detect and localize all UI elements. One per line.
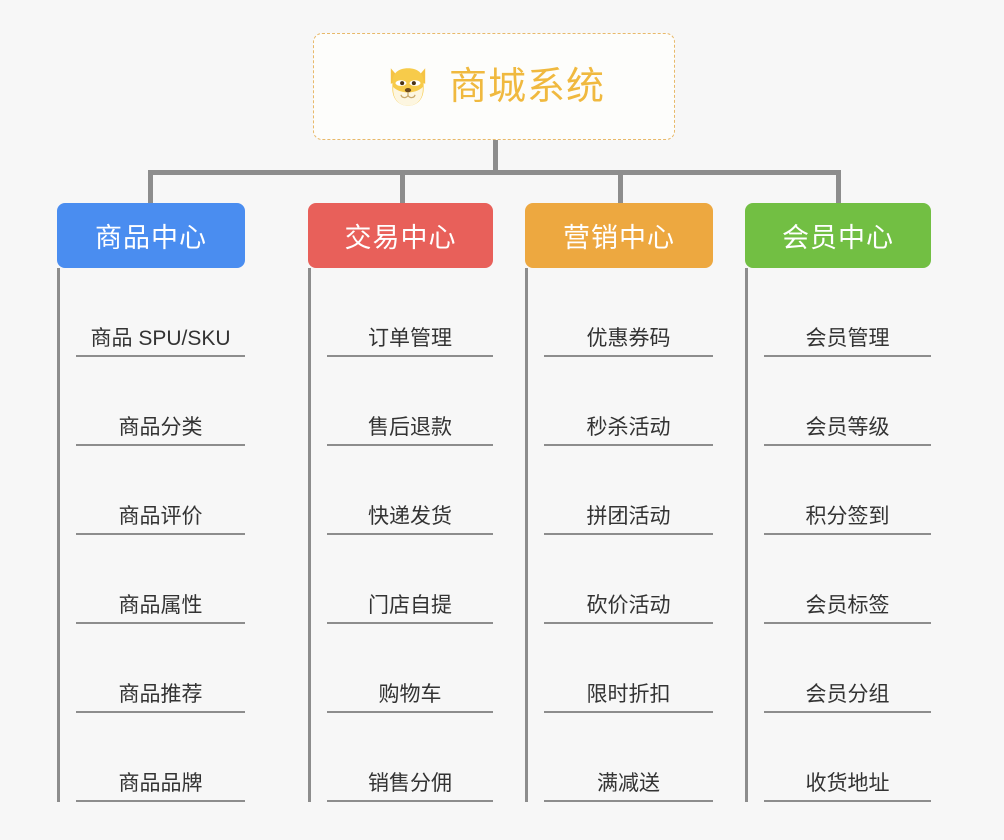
list-item[interactable]: 商品推荐 [76, 624, 245, 713]
connector-drop-1 [148, 170, 153, 203]
list-item[interactable]: 砍价活动 [544, 535, 713, 624]
list-item[interactable]: 拼团活动 [544, 446, 713, 535]
connector-drop-2 [400, 170, 405, 203]
connector-drop-3 [618, 170, 623, 203]
branch-header-marketing-center[interactable]: 营销中心 [525, 203, 713, 268]
leaf-label: 满减送 [597, 771, 660, 795]
leaf-label: 会员分组 [805, 682, 890, 706]
leaf-label: 收货地址 [805, 771, 890, 795]
branch-column-member-center: 会员中心 会员管理 会员等级 积分签到 会员标签 会员分组 收货地址 [745, 203, 931, 802]
list-item[interactable]: 销售分佣 [327, 713, 493, 802]
list-item[interactable]: 收货地址 [764, 713, 931, 802]
leaf-label: 限时折扣 [586, 682, 671, 706]
root-node-title: 商城系统 [448, 65, 605, 108]
leaf-label: 商品推荐 [118, 682, 203, 706]
leaf-label: 会员管理 [805, 326, 890, 350]
leaf-label: 购物车 [378, 682, 442, 706]
leaf-label: 会员等级 [805, 415, 890, 439]
list-item[interactable]: 积分签到 [764, 446, 931, 535]
branch-header-label: 会员中心 [782, 223, 894, 253]
leaf-label: 商品品牌 [118, 771, 203, 795]
list-item[interactable]: 秒杀活动 [544, 357, 713, 446]
branch-column-product-center: 商品中心 商品 SPU/SKU 商品分类 商品评价 商品属性 商品推荐 商品品牌 [57, 203, 245, 802]
branch-header-transaction-center[interactable]: 交易中心 [308, 203, 493, 268]
list-item[interactable]: 优惠券码 [544, 268, 713, 357]
leaf-label: 商品属性 [118, 593, 203, 617]
branch-header-label: 营销中心 [563, 223, 675, 253]
leaf-label: 会员标签 [805, 593, 890, 617]
list-item[interactable]: 会员管理 [764, 268, 931, 357]
leaf-label: 积分签到 [805, 504, 890, 528]
leaf-label: 商品 SPU/SKU [90, 326, 231, 350]
connector-root-stem [493, 140, 498, 173]
list-item[interactable]: 商品属性 [76, 535, 245, 624]
branch-header-product-center[interactable]: 商品中心 [57, 203, 245, 268]
branch-header-label: 交易中心 [344, 223, 457, 253]
leaf-label: 商品评价 [118, 504, 203, 528]
leaf-label: 拼团活动 [586, 504, 671, 528]
leaf-label: 订单管理 [368, 326, 452, 350]
branch-column-marketing-center: 营销中心 优惠券码 秒杀活动 拼团活动 砍价活动 限时折扣 满减送 [525, 203, 713, 802]
list-item[interactable]: 快递发货 [327, 446, 493, 535]
list-item[interactable]: 售后退款 [327, 357, 493, 446]
list-item[interactable]: 会员分组 [764, 624, 931, 713]
list-item[interactable]: 购物车 [327, 624, 493, 713]
list-item[interactable]: 限时折扣 [544, 624, 713, 713]
leaf-label: 商品分类 [118, 415, 203, 439]
list-item[interactable]: 订单管理 [327, 268, 493, 357]
leaf-label: 门店自提 [368, 593, 452, 617]
connector-drop-4 [836, 170, 841, 203]
leaf-list-marketing-center: 优惠券码 秒杀活动 拼团活动 砍价活动 限时折扣 满减送 [525, 268, 713, 802]
leaf-label: 砍价活动 [586, 593, 671, 617]
leaf-list-product-center: 商品 SPU/SKU 商品分类 商品评价 商品属性 商品推荐 商品品牌 [57, 268, 245, 802]
leaf-list-member-center: 会员管理 会员等级 积分签到 会员标签 会员分组 收货地址 [745, 268, 931, 802]
list-item[interactable]: 门店自提 [327, 535, 493, 624]
branch-column-transaction-center: 交易中心 订单管理 售后退款 快递发货 门店自提 购物车 销售分佣 [308, 203, 493, 802]
root-node-mall-system[interactable]: 商城系统 [313, 33, 675, 140]
list-item[interactable]: 会员等级 [764, 357, 931, 446]
list-item[interactable]: 商品品牌 [76, 713, 245, 802]
leaf-label: 销售分佣 [368, 771, 452, 795]
connector-horizontal-bus [148, 170, 841, 175]
leaf-list-transaction-center: 订单管理 售后退款 快递发货 门店自提 购物车 销售分佣 [308, 268, 493, 802]
leaf-label: 售后退款 [368, 415, 452, 439]
list-item[interactable]: 商品分类 [76, 357, 245, 446]
leaf-label: 优惠券码 [586, 326, 671, 350]
list-item[interactable]: 商品评价 [76, 446, 245, 535]
leaf-label: 秒杀活动 [586, 415, 671, 439]
branch-header-label: 商品中心 [95, 223, 207, 253]
list-item[interactable]: 满减送 [544, 713, 713, 802]
branch-header-member-center[interactable]: 会员中心 [745, 203, 931, 268]
list-item[interactable]: 会员标签 [764, 535, 931, 624]
list-item[interactable]: 商品 SPU/SKU [76, 268, 245, 357]
shiba-dog-icon [383, 62, 433, 112]
leaf-label: 快递发货 [368, 504, 452, 528]
